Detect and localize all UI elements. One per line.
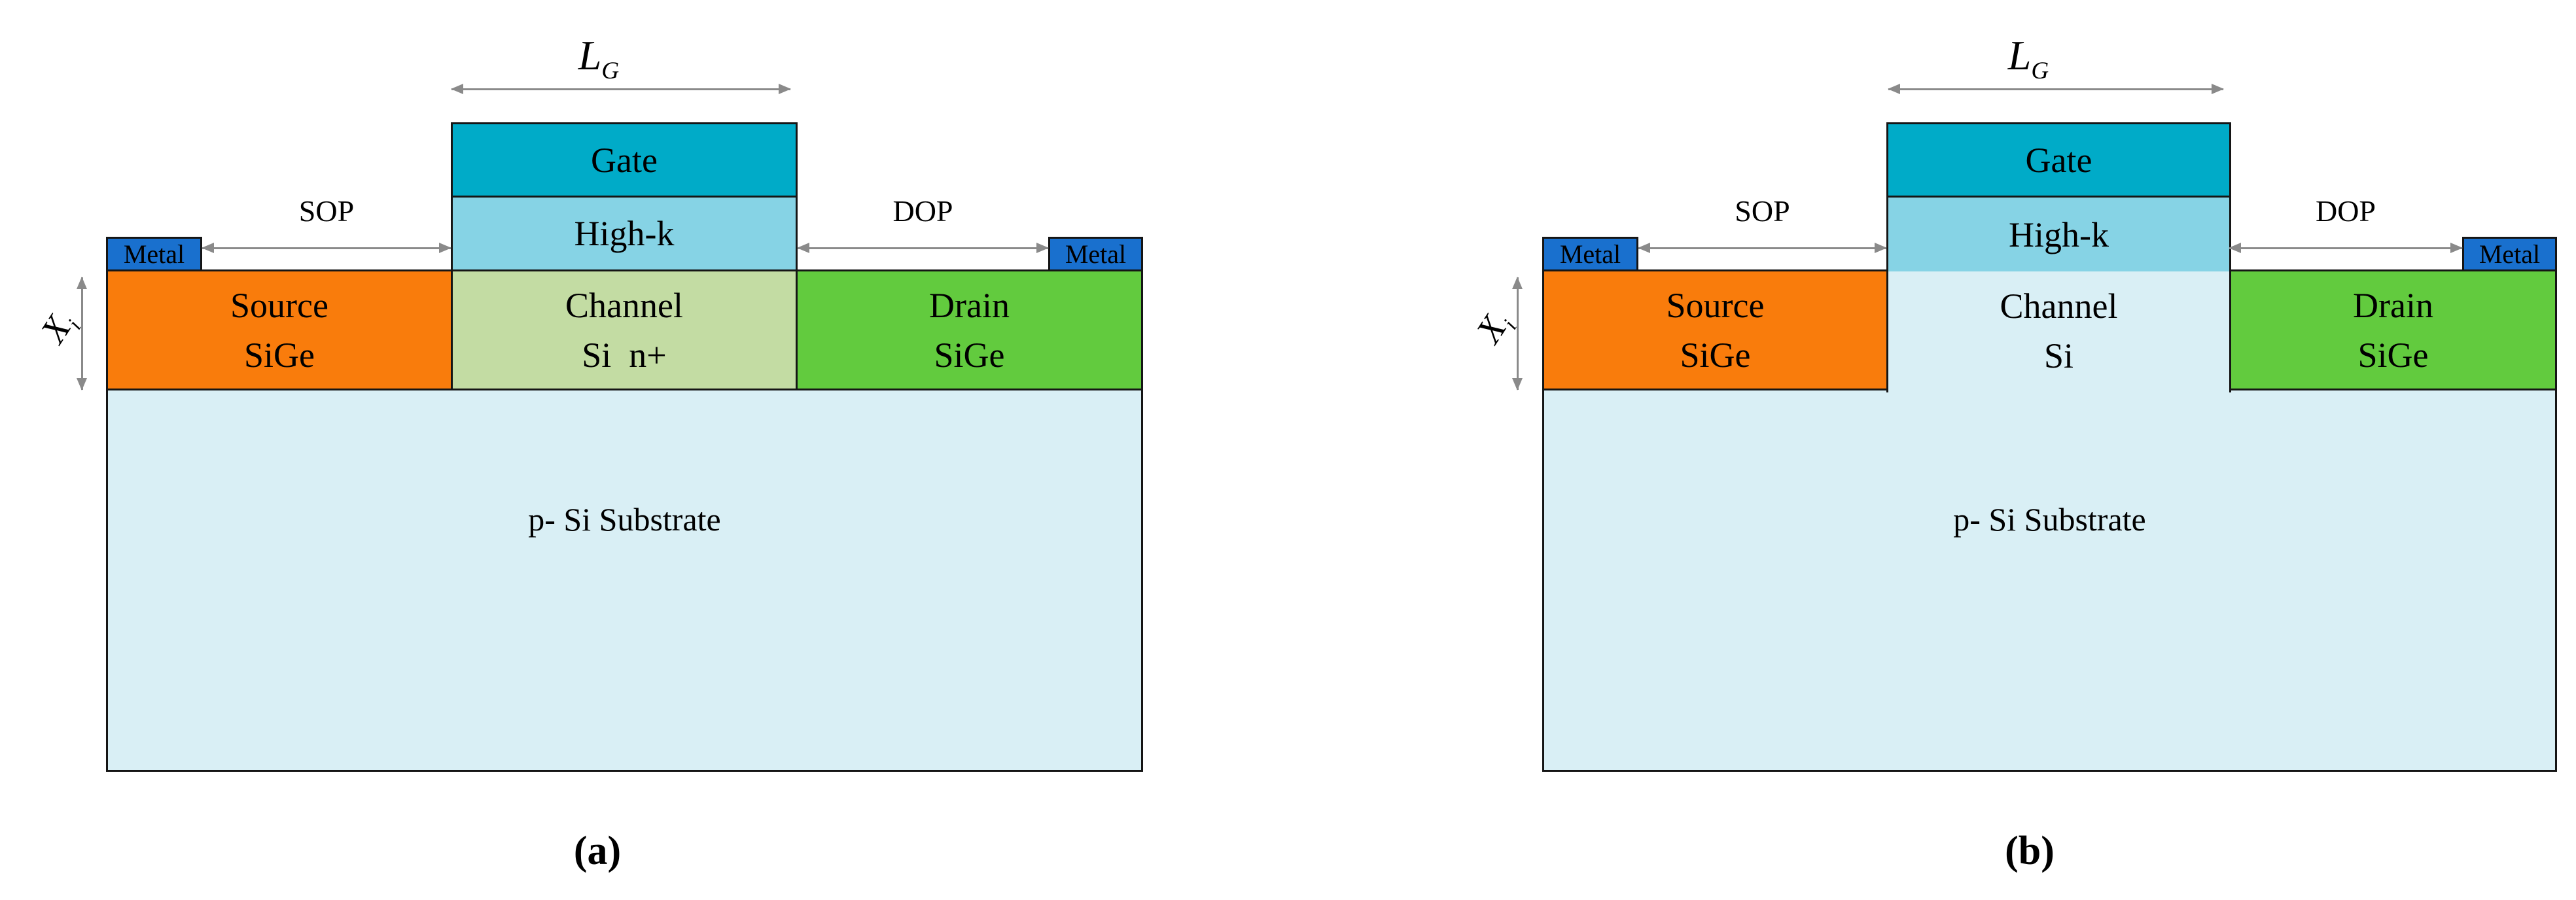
gate-region-b: Gate bbox=[1886, 122, 2231, 198]
source-line1: Source bbox=[1666, 285, 1765, 325]
gate-region-a: Gate bbox=[451, 122, 798, 198]
arrowhead-right-icon bbox=[779, 84, 791, 94]
channel-label: Channel Si n+ bbox=[565, 281, 683, 380]
drain-line2: SiGe bbox=[934, 335, 1005, 375]
drain-line1: Drain bbox=[2353, 285, 2433, 325]
highk-region-a: High-k bbox=[451, 196, 798, 271]
substrate-label: p- Si Substrate bbox=[528, 501, 721, 538]
substrate-label: p- Si Substrate bbox=[1953, 501, 2146, 538]
arrowhead-left-icon bbox=[797, 243, 809, 253]
junction-depth-label-a: Xi bbox=[18, 283, 96, 371]
arrowhead-right-icon bbox=[439, 243, 451, 253]
dop-arrow-b bbox=[2229, 243, 2463, 253]
dop-arrow-a bbox=[797, 243, 1049, 253]
arrowhead-right-icon bbox=[2450, 243, 2463, 253]
lg-symbol: L bbox=[578, 32, 602, 78]
junction-depth-label-b: Xi bbox=[1454, 283, 1532, 371]
substrate-region-b: p- Si Substrate bbox=[1542, 389, 2557, 772]
junction-depth-arrow-b bbox=[1512, 277, 1523, 390]
arrowhead-down-icon bbox=[77, 378, 87, 390]
channel-line1: Channel bbox=[565, 285, 683, 325]
dop-label-a: DOP bbox=[892, 194, 953, 228]
lg-subscript: G bbox=[2031, 57, 2049, 84]
gate-label: Gate bbox=[2025, 140, 2092, 180]
drain-line2: SiGe bbox=[2357, 335, 2429, 375]
metal-contact-source-a: Metal bbox=[106, 237, 202, 271]
gate-length-label-a: LG bbox=[501, 31, 697, 83]
arrowhead-left-icon bbox=[1888, 84, 1900, 94]
arrowhead-left-icon bbox=[202, 243, 214, 253]
lg-subscript: G bbox=[601, 57, 620, 84]
arrowhead-down-icon bbox=[1512, 378, 1523, 390]
source-line1: Source bbox=[230, 285, 328, 325]
channel-region-a: Channel Si n+ bbox=[451, 269, 798, 390]
channel-line2: Si bbox=[2043, 336, 2074, 375]
metal-contact-source-b: Metal bbox=[1542, 237, 1638, 271]
junction-depth-arrow-a bbox=[77, 277, 87, 390]
caption-b: (b) bbox=[2005, 829, 2055, 873]
gate-label: Gate bbox=[591, 140, 658, 180]
sop-label-a: SOP bbox=[298, 194, 355, 228]
metal-contact-drain-b: Metal bbox=[2462, 237, 2557, 271]
source-line2: SiGe bbox=[1680, 335, 1751, 375]
drain-line1: Drain bbox=[929, 285, 1010, 325]
metal-label: Metal bbox=[123, 239, 185, 269]
channel-line1: Channel bbox=[2000, 286, 2118, 326]
highk-label: High-k bbox=[574, 214, 675, 253]
arrowhead-left-icon bbox=[2229, 243, 2241, 253]
arrowhead-up-icon bbox=[77, 277, 87, 289]
xi-symbol: X bbox=[1468, 309, 1515, 351]
sop-arrow-b bbox=[1638, 243, 1887, 253]
metal-contact-drain-a: Metal bbox=[1048, 237, 1143, 271]
source-line2: SiGe bbox=[243, 335, 315, 375]
arrowhead-up-icon bbox=[1512, 277, 1523, 289]
gate-length-arrow-a bbox=[451, 84, 791, 94]
arrowhead-left-icon bbox=[1638, 243, 1650, 253]
substrate-region-a: p- Si Substrate bbox=[106, 389, 1143, 772]
arrowhead-left-icon bbox=[451, 84, 463, 94]
sop-label-b: SOP bbox=[1735, 194, 1790, 228]
lg-symbol: L bbox=[2007, 32, 2032, 78]
gate-length-arrow-b bbox=[1888, 84, 2224, 94]
arrowhead-right-icon bbox=[1875, 243, 1887, 253]
highk-region-b: High-k bbox=[1886, 196, 2231, 271]
sop-arrow-a bbox=[202, 243, 451, 253]
channel-line2: Si n+ bbox=[582, 335, 667, 375]
gate-length-label-b: LG bbox=[1930, 31, 2126, 83]
xi-symbol: X bbox=[33, 309, 79, 351]
arrowhead-right-icon bbox=[1036, 243, 1049, 253]
dop-label-b: DOP bbox=[2315, 194, 2376, 228]
highk-label: High-k bbox=[2009, 215, 2109, 254]
arrowhead-right-icon bbox=[2212, 84, 2224, 94]
caption-a: (a) bbox=[573, 829, 622, 873]
metal-label: Metal bbox=[1559, 239, 1621, 269]
metal-label: Metal bbox=[1065, 239, 1127, 269]
metal-label: Metal bbox=[2479, 239, 2541, 269]
